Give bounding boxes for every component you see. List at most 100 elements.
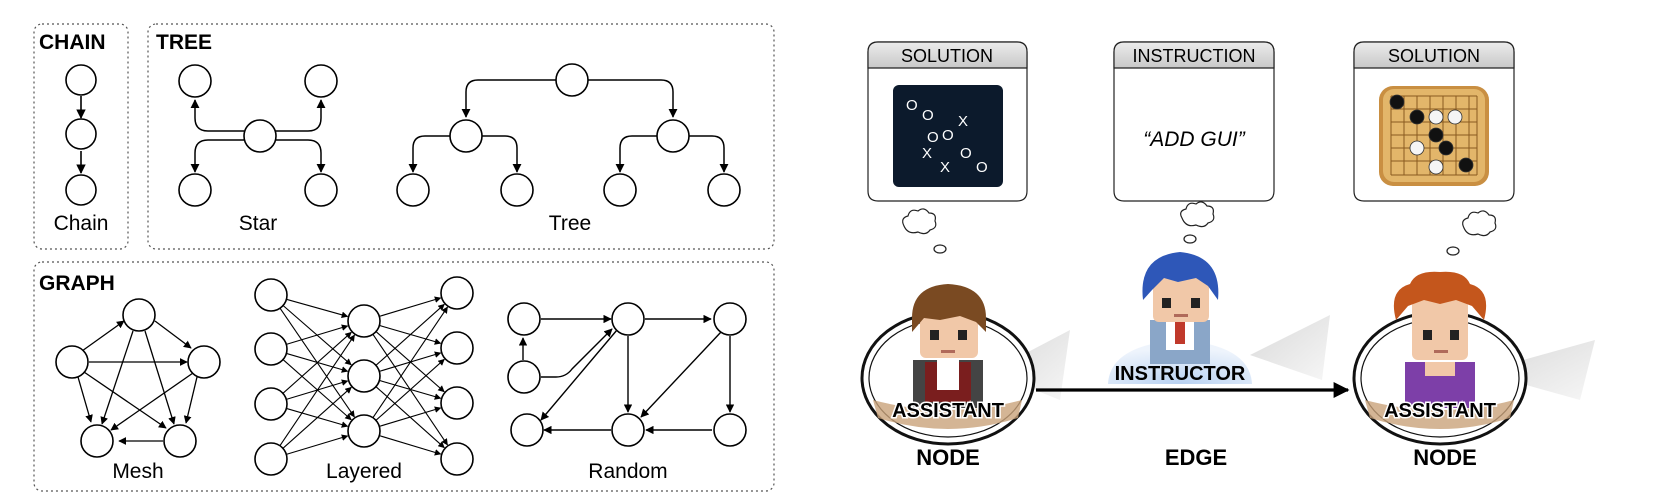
shadow <box>1480 340 1595 400</box>
layered-edge <box>286 298 349 319</box>
layered-edge <box>372 306 448 419</box>
layered-diagram <box>254 276 474 476</box>
chain-node <box>65 64 97 96</box>
svg-text:O: O <box>906 97 918 114</box>
assistant-label: ASSISTANT <box>1384 400 1496 422</box>
avatar <box>912 284 986 408</box>
tree-leaf-node <box>707 173 741 207</box>
svg-text:O: O <box>922 107 934 124</box>
svg-text:O: O <box>927 129 939 146</box>
star-hub-node <box>243 119 277 153</box>
shadow <box>1250 315 1330 380</box>
thought-bubble-icon <box>902 208 947 254</box>
svg-text:X: X <box>958 113 968 130</box>
random-diagram <box>507 302 747 447</box>
card-header: SOLUTION <box>1388 46 1480 66</box>
random-node <box>713 302 747 336</box>
tree-leaf-node <box>500 173 534 207</box>
instructor: INSTRUCTOR <box>1108 252 1252 385</box>
edge-label: EDGE <box>1165 445 1227 470</box>
layered-output-node <box>440 386 474 420</box>
tree-node <box>656 119 690 153</box>
chain-diagram <box>65 64 97 206</box>
instructor-label: INSTRUCTOR <box>1115 363 1246 385</box>
layered-edge <box>379 296 442 317</box>
assistant-right: ASSISTANT <box>1352 271 1528 446</box>
tree-leaf-node <box>396 173 430 207</box>
tree-diagram <box>396 63 741 207</box>
mesh-node <box>163 424 197 458</box>
avatar <box>1393 271 1487 408</box>
card-header: SOLUTION <box>901 46 993 66</box>
graph-heading: GRAPH <box>39 272 115 295</box>
star-node <box>178 64 212 98</box>
layered-edge <box>282 386 352 449</box>
layered-edge <box>279 334 355 447</box>
random-node <box>611 302 645 336</box>
layered-input-node <box>254 442 288 476</box>
layered-edge <box>375 303 445 366</box>
layered-hidden-node <box>347 304 381 338</box>
star-node <box>304 173 338 207</box>
tree-box <box>147 23 775 250</box>
chain-node <box>65 118 97 150</box>
layered-input-node <box>254 332 288 366</box>
chain-node <box>65 174 97 206</box>
mesh-caption: Mesh <box>112 460 163 483</box>
svg-text:O: O <box>942 127 954 144</box>
mesh-node <box>187 345 221 379</box>
layered-input-node <box>254 278 288 312</box>
svg-text:X: X <box>940 159 950 176</box>
tree-node <box>449 119 483 153</box>
layered-hidden-node <box>347 359 381 393</box>
avatar <box>1142 252 1219 364</box>
graph-box <box>33 261 775 492</box>
card-header: INSTRUCTION <box>1133 46 1256 66</box>
chain-heading: CHAIN <box>39 31 106 54</box>
layered-edge <box>286 324 349 345</box>
layered-edge <box>379 435 442 456</box>
layered-output-node <box>440 276 474 310</box>
random-node <box>611 413 645 447</box>
svg-text:O: O <box>976 159 988 176</box>
star-caption: Star <box>239 212 278 235</box>
tic-tac-toe-board <box>893 85 1003 187</box>
instruction-text: “ADD GUI” <box>1143 128 1246 151</box>
node-label-left: NODE <box>916 445 980 470</box>
tree-leaf-node <box>603 173 637 207</box>
layered-input-node <box>254 387 288 421</box>
layered-caption: Layered <box>326 460 402 483</box>
graph-section: GRAPH Mesh <box>33 261 775 492</box>
thought-bubble-icon <box>1446 210 1497 256</box>
solution-card-right: SOLUTION <box>1353 41 1515 202</box>
chain-box <box>33 23 129 250</box>
assistant-left: ASSISTANT <box>860 284 1036 446</box>
random-caption: Random <box>588 460 667 483</box>
star-node <box>178 173 212 207</box>
layered-hidden-node <box>347 414 381 448</box>
layered-edge <box>282 331 352 394</box>
chain-section: CHAIN Chain <box>33 23 129 250</box>
tree-root-node <box>555 63 589 97</box>
layered-output-node <box>440 442 474 476</box>
random-node <box>713 413 747 447</box>
mesh-node <box>80 424 114 458</box>
mesh-diagram <box>55 298 221 458</box>
chain-caption: Chain <box>54 212 109 235</box>
random-node <box>510 413 544 447</box>
svg-text:X: X <box>922 145 932 162</box>
instruction-card: INSTRUCTION “ADD GUI” <box>1113 41 1275 202</box>
go-board <box>1379 86 1489 186</box>
layered-edge <box>379 406 442 427</box>
layered-output-node <box>440 331 474 365</box>
tree-caption: Tree <box>549 212 591 235</box>
tree-heading: TREE <box>156 31 212 54</box>
assistant-label: ASSISTANT <box>892 400 1004 422</box>
tree-section: TREE Star <box>147 23 775 250</box>
star-diagram <box>178 64 338 207</box>
random-node <box>507 360 541 394</box>
node-label-right: NODE <box>1413 445 1477 470</box>
layered-edge <box>375 358 445 421</box>
layered-edge <box>286 434 349 455</box>
